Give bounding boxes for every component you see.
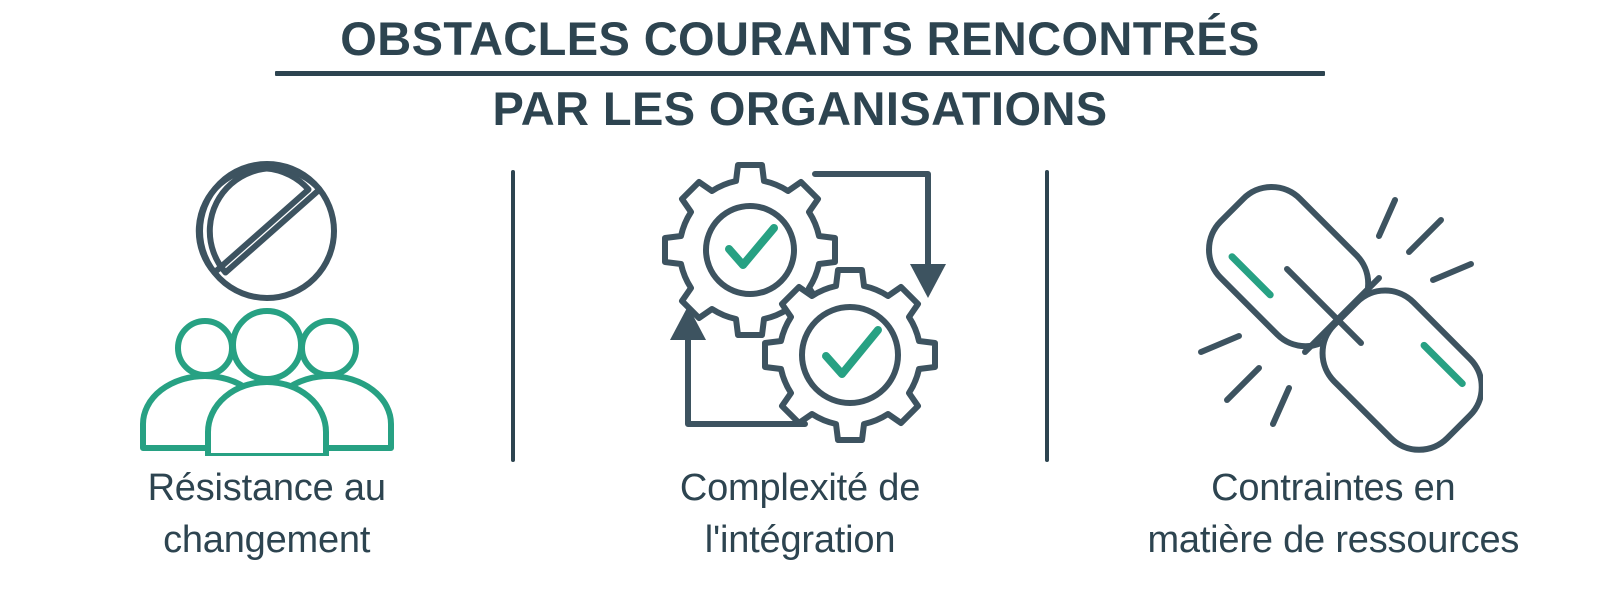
gears-cycle-icon [650, 156, 950, 456]
obstacle-caption-3-line-1: Contraintes en [1211, 467, 1456, 509]
obstacle-caption-1-line-1: Résistance au [147, 467, 386, 509]
obstacles-columns: Résistance au changement [0, 150, 1600, 600]
obstacle-caption-2-line-2: l'intégration [704, 519, 896, 561]
obstacle-caption-2: Complexité de l'intégration [679, 462, 921, 566]
obstacle-column-1: Résistance au changement [0, 150, 533, 600]
obstacle-caption-2-line-1: Complexité de [679, 467, 921, 509]
obstacle-caption-1-line-2: changement [163, 519, 371, 561]
obstacle-caption-3: Contraintes en matière de ressources [1147, 462, 1519, 566]
broken-chain-icon [1183, 156, 1484, 456]
prohibition-people-icon [117, 156, 417, 456]
obstacle-column-2: Complexité de l'intégration [533, 150, 1066, 600]
title-underline-rule [275, 71, 1325, 76]
title-line-2: PAR LES ORGANISATIONS [492, 82, 1108, 135]
title-line-1: OBSTACLES COURANTS RENCONTRÉS [340, 12, 1260, 65]
page-title: OBSTACLES COURANTS RENCONTRÉS PAR LES OR… [0, 8, 1600, 140]
obstacle-column-3: Contraintes en matière de ressources [1067, 150, 1600, 600]
column-divider-1 [511, 170, 515, 462]
obstacle-caption-1: Résistance au changement [148, 462, 386, 566]
column-divider-2 [1045, 170, 1049, 462]
obstacle-caption-3-line-2: matière de ressources [1147, 519, 1520, 561]
